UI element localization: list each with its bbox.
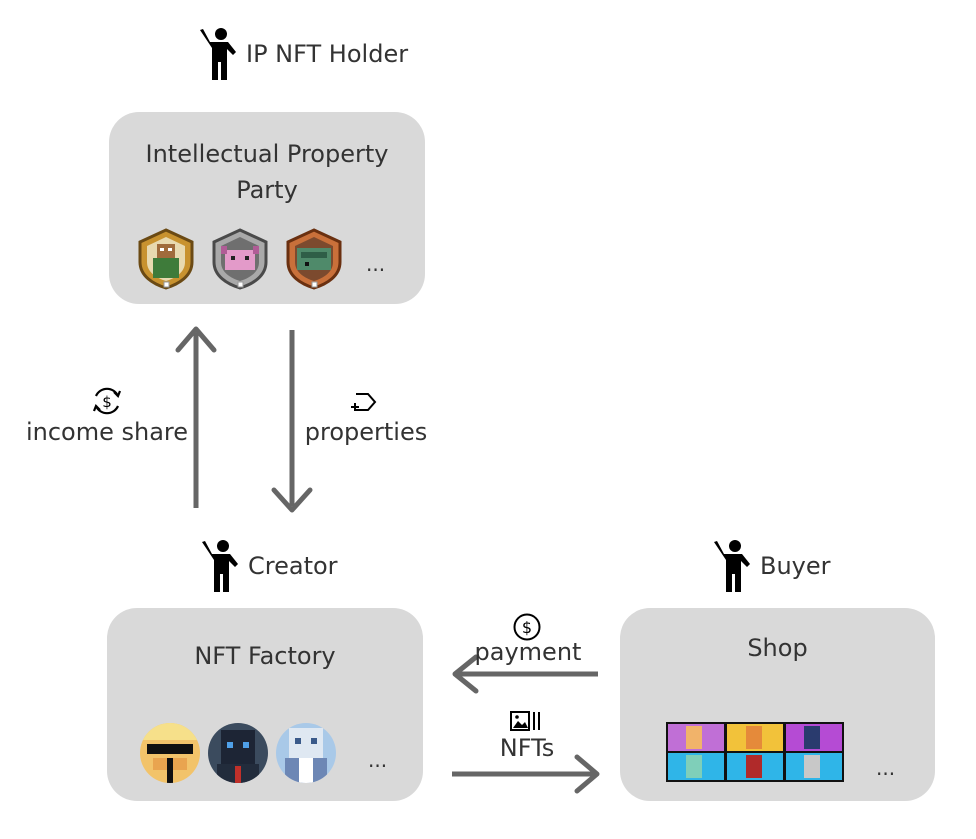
income-share-arrow xyxy=(175,326,217,508)
box-title: Shop xyxy=(747,634,808,662)
more-indicator: ... xyxy=(876,756,896,780)
box-title: Intellectual Property Party xyxy=(145,140,389,204)
dollar-coin-icon: $ xyxy=(513,613,541,641)
nft-thumbnail-grid xyxy=(666,722,844,782)
dark-avatar-icon xyxy=(208,723,268,783)
blonde-avatar-icon xyxy=(140,723,200,783)
svg-text:$: $ xyxy=(102,393,112,411)
nfts-arrow xyxy=(452,754,600,794)
properties-arrow xyxy=(271,330,313,513)
role-buyer: Buyer xyxy=(712,538,831,594)
box-title: NFT Factory xyxy=(194,642,336,670)
villager-badge-icon xyxy=(138,228,194,290)
svg-text:$: $ xyxy=(522,618,532,637)
properties-label: properties xyxy=(304,418,428,446)
person-icon xyxy=(202,540,238,592)
image-gallery-icon xyxy=(510,711,540,731)
income-share-icon: $ xyxy=(92,387,122,415)
person-icon xyxy=(714,540,750,592)
role-ip-nft-holder: IP NFT Holder xyxy=(198,26,408,82)
role-label: Creator xyxy=(248,552,338,580)
white-avatar-icon xyxy=(276,723,336,783)
more-indicator: ... xyxy=(366,252,386,276)
turtle-badge-icon xyxy=(286,228,342,290)
income-share-label: income share xyxy=(25,418,189,446)
ip-party-box: Intellectual Property Party ... xyxy=(109,112,425,304)
nfts-label: NFTs xyxy=(499,734,555,762)
add-tag-icon xyxy=(351,393,377,411)
more-indicator: ... xyxy=(368,748,388,772)
payment-arrow xyxy=(452,654,598,694)
payment-label: payment xyxy=(474,638,582,666)
role-label: IP NFT Holder xyxy=(246,40,409,68)
role-creator: Creator xyxy=(200,538,338,594)
shop-box: Shop ... xyxy=(620,608,935,801)
nft-factory-box: NFT Factory ... xyxy=(107,608,423,801)
person-icon xyxy=(200,28,236,80)
role-label: Buyer xyxy=(760,552,831,580)
axolotl-badge-icon xyxy=(212,228,268,290)
